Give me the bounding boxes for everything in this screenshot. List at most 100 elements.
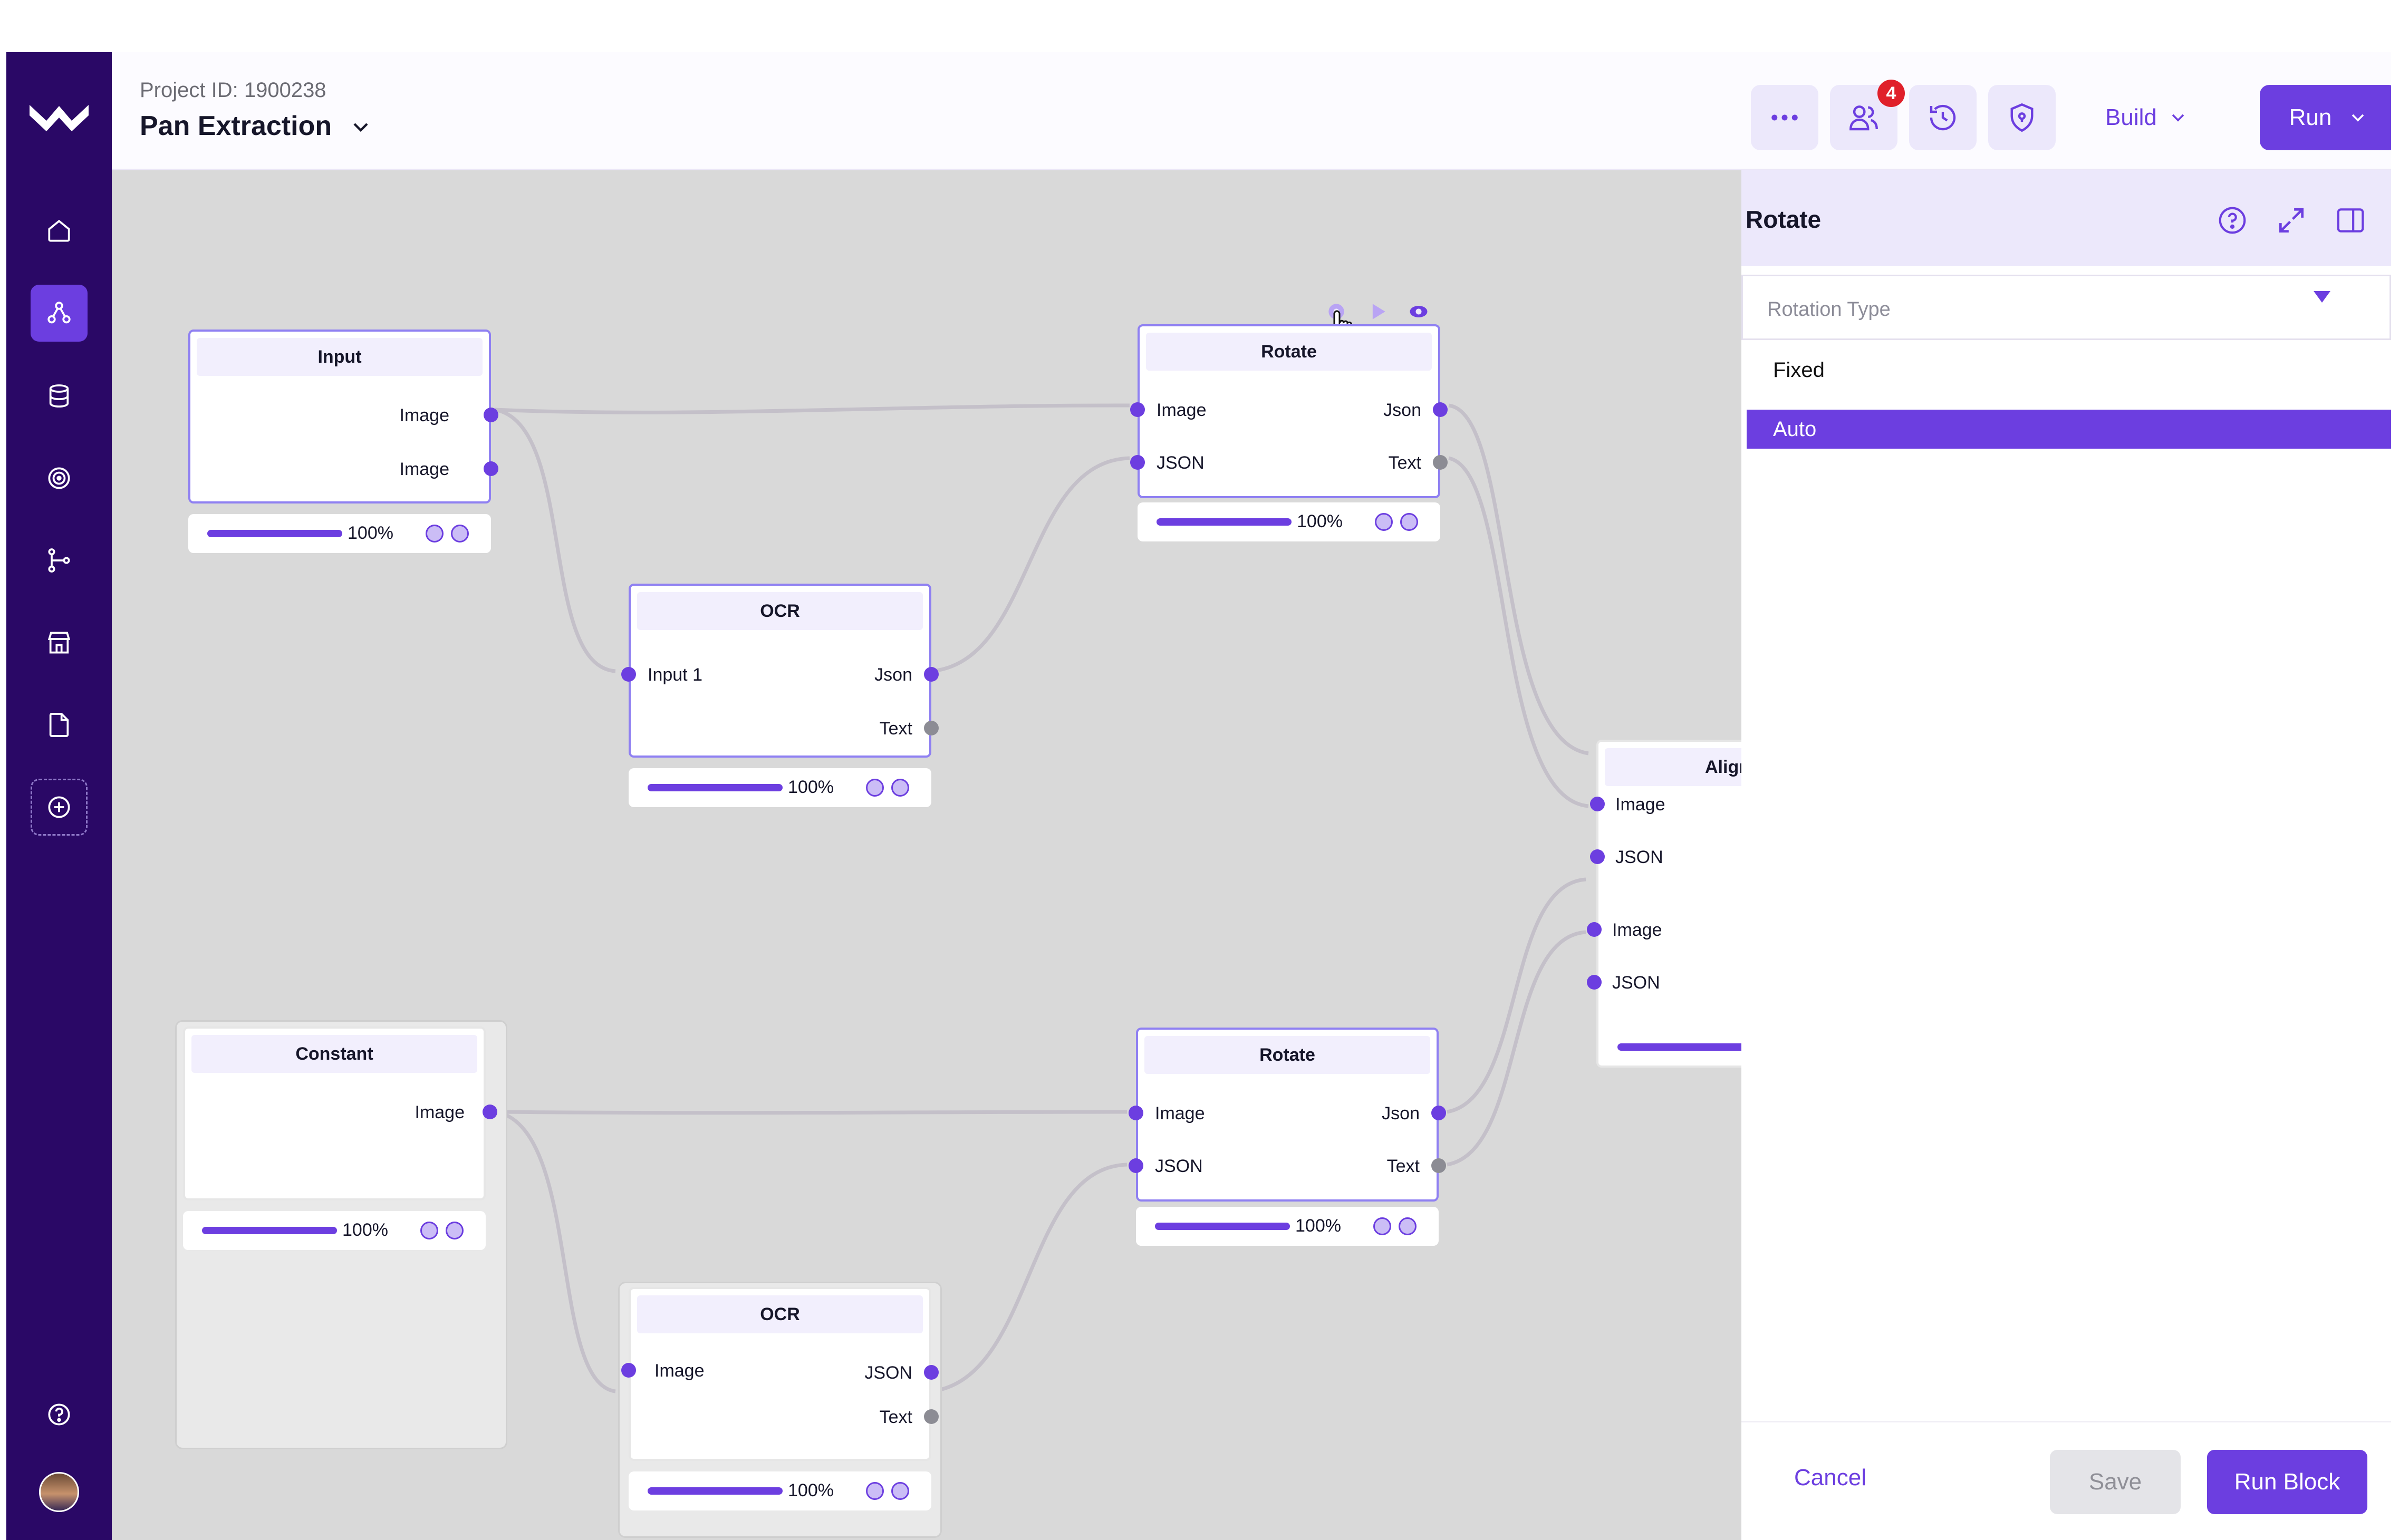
- project-id: Project ID: 1900238: [140, 79, 326, 102]
- history-button[interactable]: [1909, 85, 1977, 150]
- history-icon: [1930, 104, 1956, 131]
- status-circle[interactable]: [1399, 1217, 1417, 1235]
- edge-rotate-align-1: [1448, 403, 1589, 756]
- help-circle-icon[interactable]: [2216, 204, 2249, 237]
- progress-label: 100%: [348, 523, 393, 543]
- output-port-dot[interactable]: [924, 1365, 939, 1380]
- output-port-dot[interactable]: [484, 461, 498, 476]
- status-circle[interactable]: [891, 1482, 909, 1500]
- input-port-dot[interactable]: [1590, 849, 1605, 864]
- sidebar-item-help[interactable]: [31, 1386, 88, 1443]
- status-circle[interactable]: [866, 1482, 884, 1500]
- run-label: Run: [2289, 104, 2332, 130]
- edge-rotate-align-4: [1447, 930, 1586, 1167]
- workflow-canvas[interactable]: Input Image Image 100% OCR Input 1 Json …: [112, 170, 1899, 1540]
- input-port-dot[interactable]: [1587, 922, 1602, 937]
- input-port-dot[interactable]: [621, 667, 636, 682]
- port-label: Text: [879, 719, 912, 739]
- play-icon[interactable]: [1366, 300, 1389, 323]
- input-port-dot[interactable]: [1129, 1106, 1143, 1120]
- port-label: Text: [1388, 453, 1421, 473]
- progress-label: 100%: [1295, 1216, 1341, 1236]
- git-branch-icon: [48, 548, 70, 573]
- expand-icon[interactable]: [2275, 204, 2308, 237]
- sidebar-item-branches[interactable]: [31, 532, 88, 589]
- run-button[interactable]: Run: [2260, 85, 2391, 150]
- status-circle[interactable]: [426, 525, 444, 543]
- chevron-down-icon[interactable]: [348, 114, 373, 140]
- node-input[interactable]: Input Image Image: [188, 330, 498, 503]
- chevron-down-icon: [2172, 114, 2184, 122]
- sidebar-item-store[interactable]: [31, 614, 88, 671]
- progress-label: 100%: [1297, 511, 1343, 531]
- output-port-dot[interactable]: [484, 408, 498, 422]
- status-circle[interactable]: [420, 1222, 438, 1239]
- port-label: JSON: [1157, 453, 1205, 473]
- sidebar-item-documents[interactable]: [31, 696, 88, 753]
- node-ocr-top[interactable]: OCR Input 1 Json Text: [621, 584, 939, 758]
- node-rotate-top[interactable]: Rotate Image JSON Json Text: [1130, 324, 1448, 498]
- output-port-dot[interactable]: [1433, 402, 1448, 417]
- sidebar-item-workflow[interactable]: [31, 285, 88, 342]
- user-avatar[interactable]: [39, 1472, 79, 1512]
- progress-bar: [1155, 1223, 1290, 1230]
- progress-label: 100%: [788, 1480, 834, 1500]
- node-ocr-bottom[interactable]: OCR Image JSON Text: [621, 1287, 939, 1461]
- app-window: Project ID: 1900238 Pan Extraction 4 Bui…: [6, 52, 2391, 1540]
- status-circle[interactable]: [891, 779, 909, 797]
- notification-badge: 4: [1877, 80, 1905, 107]
- progress-bar: [202, 1227, 337, 1234]
- node-title: Input: [197, 338, 483, 376]
- sidebar-item-database[interactable]: [31, 367, 88, 424]
- status-circle[interactable]: [1373, 1217, 1391, 1235]
- sidebar: [6, 52, 112, 1540]
- sidebar-item-radar[interactable]: [31, 450, 88, 507]
- output-port-dot[interactable]: [483, 1105, 497, 1119]
- cancel-button[interactable]: Cancel: [1794, 1465, 1866, 1490]
- run-block-button[interactable]: Run Block: [2207, 1450, 2367, 1514]
- port-label: JSON: [1155, 1156, 1203, 1176]
- sidebar-item-home[interactable]: [31, 202, 88, 259]
- port-label: Image: [1612, 920, 1662, 940]
- panel-header: Rotate: [1741, 170, 2391, 266]
- node-constant[interactable]: Constant Image: [183, 1026, 497, 1200]
- progress-label: 100%: [788, 777, 834, 797]
- input-port-dot[interactable]: [1587, 975, 1602, 990]
- node-rotate-bottom[interactable]: Rotate Image JSON Json Text: [1129, 1028, 1446, 1202]
- status-circle[interactable]: [451, 525, 469, 543]
- input-port-dot[interactable]: [1130, 455, 1145, 470]
- save-button[interactable]: Save: [2050, 1450, 2181, 1514]
- status-circle[interactable]: [1400, 513, 1418, 531]
- input-port-dot[interactable]: [1590, 797, 1605, 811]
- input-port-dot[interactable]: [1129, 1158, 1143, 1173]
- node-title: OCR: [637, 1295, 923, 1333]
- chevron-down-icon: [2352, 114, 2364, 122]
- input-port-dot[interactable]: [621, 1363, 636, 1378]
- more-button[interactable]: [1751, 85, 1818, 150]
- output-port-dot[interactable]: [1433, 455, 1448, 470]
- node-status-bar: 100%: [629, 768, 931, 807]
- sidebar-toggle-icon[interactable]: [2334, 204, 2367, 237]
- edge-ocr-rotate-2: [931, 1163, 1128, 1393]
- project-name[interactable]: Pan Extraction: [140, 111, 332, 141]
- status-circle[interactable]: [866, 779, 884, 797]
- output-port-dot[interactable]: [924, 1409, 939, 1424]
- build-dropdown[interactable]: Build: [2105, 85, 2216, 150]
- brand-logo-icon: [30, 105, 89, 131]
- security-button[interactable]: [1988, 85, 2056, 150]
- rotation-type-select[interactable]: Rotation Type: [1741, 275, 2391, 340]
- users-icon: [1849, 105, 1878, 131]
- node-title: OCR: [637, 592, 923, 630]
- connection-lines: [494, 403, 1589, 1393]
- status-circle[interactable]: [1375, 513, 1393, 531]
- input-port-dot[interactable]: [1130, 402, 1145, 417]
- output-port-dot[interactable]: [1431, 1158, 1446, 1173]
- sidebar-item-add[interactable]: [31, 779, 88, 836]
- output-port-dot[interactable]: [1431, 1106, 1446, 1120]
- output-port-dot[interactable]: [924, 667, 939, 682]
- eye-icon[interactable]: [1407, 300, 1430, 323]
- option-fixed[interactable]: Fixed: [1773, 358, 1825, 382]
- output-port-dot[interactable]: [924, 721, 939, 735]
- option-auto[interactable]: Auto: [1747, 410, 2391, 449]
- status-circle[interactable]: [446, 1222, 464, 1239]
